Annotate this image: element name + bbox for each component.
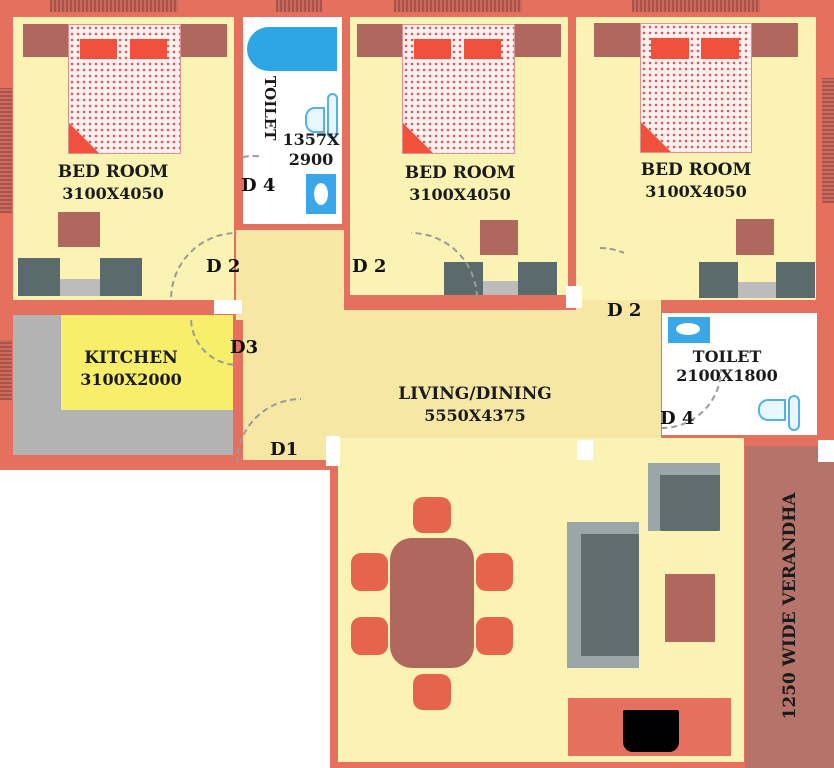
bed-icon (68, 24, 181, 154)
pillow-icon (414, 39, 451, 59)
desk-icon (60, 279, 100, 296)
window-bedroom3-side (822, 78, 834, 203)
armchair-icon (648, 463, 720, 531)
washbasin-icon (668, 317, 710, 343)
door-label-d3-kitchen[interactable]: D3 (230, 337, 259, 358)
side-table-icon (23, 24, 71, 57)
stool-icon (736, 219, 774, 255)
desk-chair-icon (699, 262, 738, 298)
door-label-d2-bedroom3[interactable]: D 2 (607, 300, 642, 321)
side-table-icon (179, 24, 227, 57)
dining-chair-icon (413, 497, 451, 533)
window-bedroom1 (50, 0, 178, 12)
toilet-1-label: TOILET (261, 76, 279, 141)
pillow-icon (80, 39, 117, 59)
coffee-table-icon (665, 574, 715, 642)
desk-chair-icon (100, 258, 142, 296)
toilet-2-floor: TOILET 2100X1800 (662, 313, 817, 435)
window-bedroom1-side (0, 88, 12, 213)
stool-icon (480, 220, 518, 255)
dining-chair-icon (351, 553, 388, 591)
armchair-seat-icon (660, 475, 720, 531)
door-label-d2-bedroom1[interactable]: D 2 (206, 256, 241, 277)
desk-icon (483, 281, 518, 295)
door-label-d4-toilet2[interactable]: D 4 (660, 408, 695, 429)
bedroom-3-floor: BED ROOM 3100X4050 (576, 17, 816, 311)
corridor-floor (236, 230, 344, 310)
dining-chair-icon (351, 617, 388, 655)
bedroom3-door-zone (576, 300, 661, 440)
living-corridor (236, 300, 344, 320)
dining-chair-icon (413, 674, 451, 710)
verandah-floor: 1250 WIDE VERANDHA (745, 446, 834, 768)
pillow-icon (701, 38, 739, 59)
bed-fold-icon (403, 123, 433, 153)
bedroom-2-floor: BED ROOM 3100X4050 (350, 17, 568, 295)
bedroom-2-label: BED ROOM 3100X4050 (404, 163, 516, 204)
door-label-d1-entry[interactable]: D1 (270, 439, 299, 460)
bathtub-icon (247, 27, 337, 71)
basin-bowl-icon (673, 320, 703, 338)
bed-fold-icon (69, 123, 99, 153)
tv-icon (623, 710, 679, 752)
window-bedroom2 (394, 0, 522, 12)
washbasin-icon (306, 174, 336, 214)
sofa-seat-icon (581, 534, 639, 656)
bed-fold-icon (641, 122, 671, 152)
door-gap (214, 300, 242, 314)
pillow-icon (464, 39, 501, 59)
basin-bowl-icon (311, 180, 331, 208)
dining-table-icon (390, 538, 474, 668)
door-swing-d2-bedroom3 (600, 247, 624, 311)
door-gap (326, 436, 340, 466)
wc-icon (758, 399, 786, 421)
door-gap (818, 440, 834, 462)
door-gap (577, 440, 593, 460)
window-bedroom3 (632, 0, 760, 12)
wc-tank-icon (788, 395, 800, 431)
tv-unit-icon (568, 698, 731, 756)
pillow-icon (130, 39, 167, 59)
window-toilet1 (276, 0, 322, 12)
bed-icon (640, 23, 752, 153)
door-label-d4-toilet1[interactable]: D 4 (241, 175, 276, 196)
bedroom-1-label: BED ROOM 3100X4050 (57, 162, 169, 203)
side-table-icon (594, 23, 642, 57)
dining-chair-icon (476, 553, 513, 591)
desk-chair-icon (18, 258, 60, 296)
bedroom-3-label: BED ROOM 3100X4050 (640, 160, 752, 201)
bed-icon (402, 24, 515, 154)
door-label-d2-bedroom2[interactable]: D 2 (352, 256, 387, 277)
desk-chair-icon (518, 262, 557, 295)
toilet-1-floor: TOILET 1357X 2900 D 4 (241, 17, 342, 224)
desk-chair-icon (444, 262, 483, 295)
stool-icon (58, 212, 100, 247)
toilet-1-dimensions: 1357X 2900 (282, 130, 340, 169)
verandah-label: 1250 WIDE VERANDHA (780, 492, 800, 720)
window-kitchen-side (0, 340, 12, 400)
pillow-icon (651, 38, 689, 59)
wc-tank-icon (327, 93, 338, 139)
side-table-icon (750, 23, 798, 57)
living-dining-label: LIVING/DINING 5550X4375 (398, 384, 552, 425)
kitchen-label: KITCHEN 3100X2000 (80, 348, 182, 389)
side-table-icon (513, 24, 561, 57)
door-gap (566, 286, 582, 308)
door-swing-d4 (243, 155, 263, 205)
desk-icon (738, 282, 776, 298)
dining-chair-icon (476, 617, 513, 655)
desk-chair-icon (776, 262, 815, 298)
sofa-icon (567, 522, 639, 668)
side-table-icon (357, 24, 405, 57)
